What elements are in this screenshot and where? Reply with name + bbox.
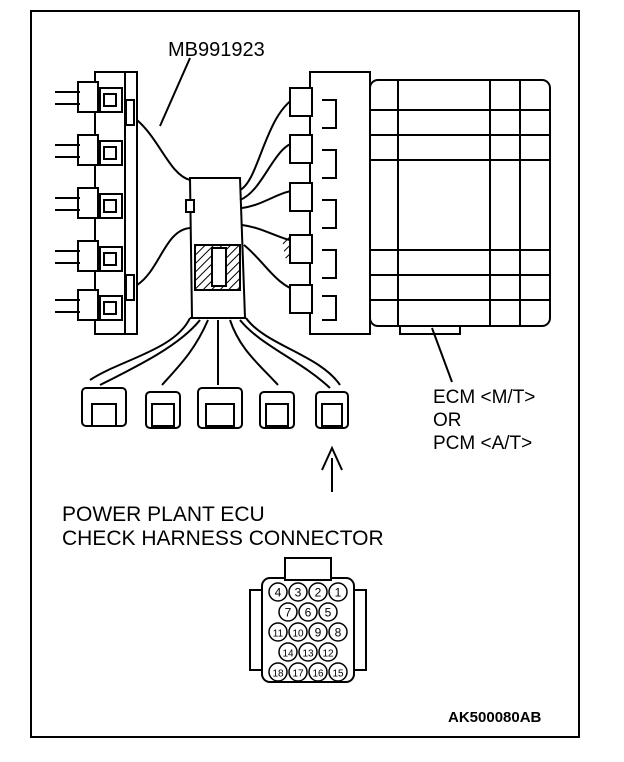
pin-label-16: 16: [312, 669, 324, 680]
connector-title-line2: CHECK HARNESS CONNECTOR: [62, 527, 384, 550]
connector-title-line1: POWER PLANT ECU: [62, 503, 265, 526]
left-connector-block: [55, 71, 138, 335]
pin-13: [298, 642, 318, 662]
pin-label-11: 11: [273, 629, 284, 640]
pin-8: [328, 622, 348, 642]
pin-label-12: 12: [322, 649, 334, 660]
pin-7: [278, 602, 298, 622]
pin-label-2: 2: [315, 586, 322, 600]
pin-label-10: 10: [292, 629, 304, 640]
pin-6: [298, 602, 318, 622]
ecm-label: ECM <M/T>: [433, 387, 536, 408]
pin-16: [308, 662, 328, 682]
figure-frame: [30, 10, 580, 738]
pin-4: [268, 582, 288, 602]
pin-5: [318, 602, 338, 622]
pin-12: [318, 642, 338, 662]
check-connectors-row: [81, 387, 349, 429]
figure-code: AK500080AB: [448, 709, 542, 726]
pin-3: [288, 582, 308, 602]
pin-label-15: 15: [332, 669, 344, 680]
pin-label-8: 8: [335, 626, 342, 640]
pin-9: [308, 622, 328, 642]
pointer-arrow: [321, 445, 343, 492]
pin-18: [268, 662, 288, 682]
tool-part-number: MB991923: [168, 39, 265, 61]
pin-14: [278, 642, 298, 662]
pin-15: [328, 662, 348, 682]
ecm-leader-line: [431, 327, 453, 383]
pin-2: [308, 582, 328, 602]
pin-label-9: 9: [315, 626, 322, 640]
pin-label-14: 14: [282, 649, 294, 660]
tool-leader-line: [159, 57, 191, 127]
ecm-or-label: OR: [433, 410, 462, 431]
pin-label-3: 3: [295, 586, 302, 600]
pin-label-1: 1: [335, 586, 342, 600]
pin-1: [328, 582, 348, 602]
pin-10: [288, 622, 308, 642]
pin-label-5: 5: [325, 606, 332, 620]
pin-label-17: 17: [292, 669, 304, 680]
pin-label-4: 4: [275, 586, 282, 600]
ecm-unit: [289, 71, 551, 335]
pin-label-13: 13: [302, 649, 314, 660]
pin-11: [268, 622, 288, 642]
pin-17: [288, 662, 308, 682]
pcm-label: PCM <A/T>: [433, 433, 533, 454]
pin-label-6: 6: [305, 606, 312, 620]
pin-label-7: 7: [285, 606, 292, 620]
pin-label-18: 18: [272, 669, 284, 680]
